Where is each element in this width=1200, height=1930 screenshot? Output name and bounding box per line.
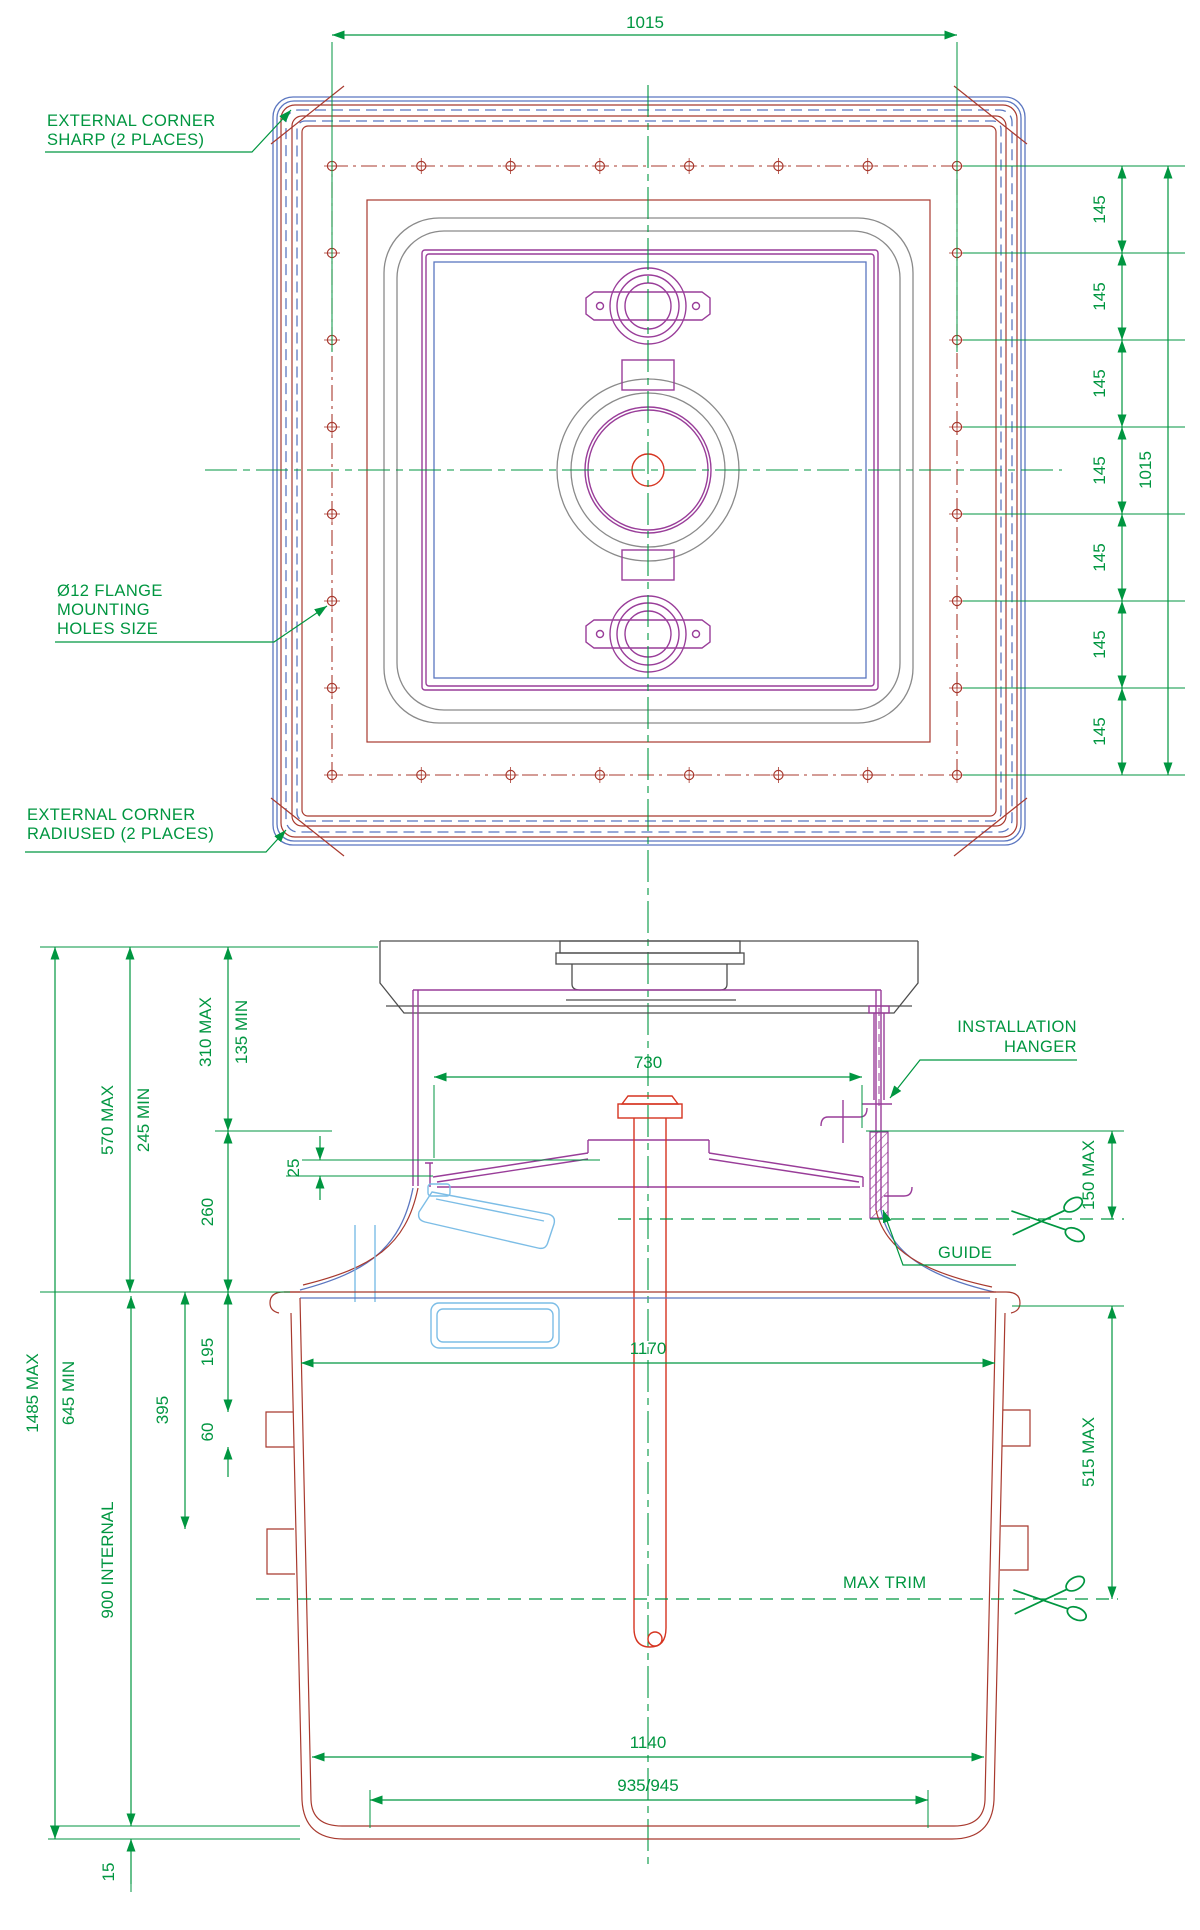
label-installation-hanger: INSTALLATION HANGER — [889, 1018, 1077, 1099]
plan-outer-flange-rings — [270, 85, 1028, 857]
dim-riser-depth: 260 — [198, 1131, 233, 1292]
svg-text:395: 395 — [153, 1396, 172, 1424]
installation-hanger — [820, 1005, 913, 1197]
svg-text:730: 730 — [634, 1053, 662, 1072]
svg-text:60: 60 — [198, 1423, 217, 1442]
svg-text:515 MAX: 515 MAX — [1079, 1417, 1098, 1487]
dim-145: 145 — [1090, 282, 1109, 310]
cover-profile — [379, 940, 919, 1014]
svg-text:GUIDE: GUIDE — [938, 1244, 992, 1262]
dim-top-width: 1015 — [331, 13, 958, 352]
dim-inlet-bottom: 395 — [153, 1292, 190, 1529]
dim-base-thickness: 15 — [99, 1839, 136, 1884]
label-max-trim: MAX TRIM — [843, 1574, 927, 1592]
svg-text:HOLES SIZE: HOLES SIZE — [57, 620, 158, 638]
plan-view: 1015 145 145 145 145 145 145 145 1015 EXTERNAL… — [25, 13, 1185, 1868]
dim-145-stack: 145 145 145 145 145 145 145 — [1090, 166, 1127, 775]
rim-lip-right — [990, 1291, 1021, 1314]
dim-145: 145 — [1090, 543, 1109, 571]
dim-145: 145 — [1090, 369, 1109, 397]
label-corner-sharp: EXTERNAL CORNER SHARP (2 PLACES) — [45, 109, 292, 153]
internal-funnel — [354, 1183, 560, 1349]
svg-text:MOUNTING: MOUNTING — [57, 601, 150, 619]
svg-text:1140: 1140 — [630, 1733, 667, 1752]
svg-text:195: 195 — [198, 1338, 217, 1366]
label-corner-radiused: EXTERNAL CORNER RADIUSED (2 PLACES) — [25, 806, 287, 853]
svg-text:260: 260 — [198, 1198, 217, 1226]
stub-right-upper — [1002, 1409, 1031, 1447]
svg-text:245 MIN: 245 MIN — [134, 1088, 153, 1152]
dim-cover-height: 310 MAX 135 MIN — [196, 947, 251, 1131]
tank-body — [265, 1291, 1031, 1840]
label-flange-holes: Ø12 FLANGE MOUNTING HOLES SIZE — [55, 582, 328, 643]
svg-text:310 MAX: 310 MAX — [196, 997, 215, 1067]
stub-left-lower — [266, 1528, 295, 1575]
dim-cut-range: 150 MAX — [1079, 1131, 1117, 1219]
dim-tank-bottom-width: 1140 — [312, 1733, 984, 1762]
vent-pipe — [617, 1095, 683, 1648]
scissors-icon — [1011, 1196, 1086, 1243]
svg-text:935/945: 935/945 — [617, 1776, 678, 1795]
hole-row-extension-lines — [963, 165, 1185, 776]
svg-text:150 MAX: 150 MAX — [1079, 1140, 1098, 1210]
svg-text:HANGER: HANGER — [1004, 1038, 1077, 1056]
dim-upper-height: 570 MAX 245 MIN — [98, 947, 153, 1292]
corner-chamfer-top-right — [953, 85, 1028, 145]
riser-shaft — [412, 989, 882, 1210]
corner-chamfer-bottom-right — [953, 797, 1028, 857]
dim-lid-offset: 25 — [284, 1136, 325, 1200]
svg-text:SHARP (2 PLACES): SHARP (2 PLACES) — [47, 131, 204, 149]
dim-right-overall: 1015 — [1136, 166, 1173, 775]
svg-text:900 INTERNAL: 900 INTERNAL — [98, 1501, 117, 1618]
dim-inlet-height: 60 — [198, 1423, 233, 1477]
dim-internal-depth: 900 INTERNAL — [98, 1296, 136, 1826]
dim-base-width: 935/945 — [369, 1776, 929, 1828]
label-guide: GUIDE — [882, 1209, 1016, 1266]
stub-left-upper — [265, 1411, 294, 1448]
dim-overall-height: 1485 MAX 645 MIN — [23, 947, 78, 1839]
neck-shoulder — [299, 1187, 995, 1293]
flange-mounting-holes — [324, 158, 965, 783]
guide-block — [869, 1131, 889, 1219]
rim-lip-left — [269, 1291, 300, 1314]
svg-text:RADIUSED (2 PLACES): RADIUSED (2 PLACES) — [27, 825, 214, 843]
scissors-icon — [1013, 1575, 1088, 1622]
svg-text:INSTALLATION: INSTALLATION — [957, 1018, 1077, 1036]
dim-riser-width: 730 — [433, 1053, 863, 1158]
guide-hook — [884, 1186, 913, 1197]
svg-text:570 MAX: 570 MAX — [98, 1085, 117, 1155]
svg-text:1485 MAX: 1485 MAX — [23, 1353, 42, 1432]
dim-145: 145 — [1090, 717, 1109, 745]
dim-1015-top: 1015 — [626, 13, 664, 32]
dim-inlet-top: 195 — [198, 1292, 233, 1412]
stub-right-lower — [1000, 1525, 1029, 1571]
svg-text:135 MIN: 135 MIN — [232, 1000, 251, 1064]
svg-text:15: 15 — [99, 1863, 118, 1882]
dim-tank-top-width: 1170 — [301, 1339, 995, 1368]
reference-lines — [40, 946, 1124, 1892]
section-view: 1485 MAX 645 MIN 570 MAX 245 MIN 310 MAX… — [23, 940, 1124, 1892]
svg-text:EXTERNAL CORNER: EXTERNAL CORNER — [47, 112, 216, 130]
riser-lid — [425, 1139, 864, 1188]
dim-145: 145 — [1090, 630, 1109, 658]
svg-text:1170: 1170 — [630, 1339, 667, 1358]
svg-text:Ø12 FLANGE: Ø12 FLANGE — [57, 582, 163, 600]
svg-text:645 MIN: 645 MIN — [59, 1361, 78, 1425]
svg-text:EXTERNAL CORNER: EXTERNAL CORNER — [27, 806, 196, 824]
corner-chamfer-bottom-left — [270, 797, 345, 857]
dim-145: 145 — [1090, 456, 1109, 484]
dim-145: 145 — [1090, 195, 1109, 223]
dim-tank-trim: 515 MAX — [1079, 1306, 1117, 1599]
dim-1015-right: 1015 — [1136, 451, 1155, 489]
svg-text:25: 25 — [284, 1159, 303, 1178]
